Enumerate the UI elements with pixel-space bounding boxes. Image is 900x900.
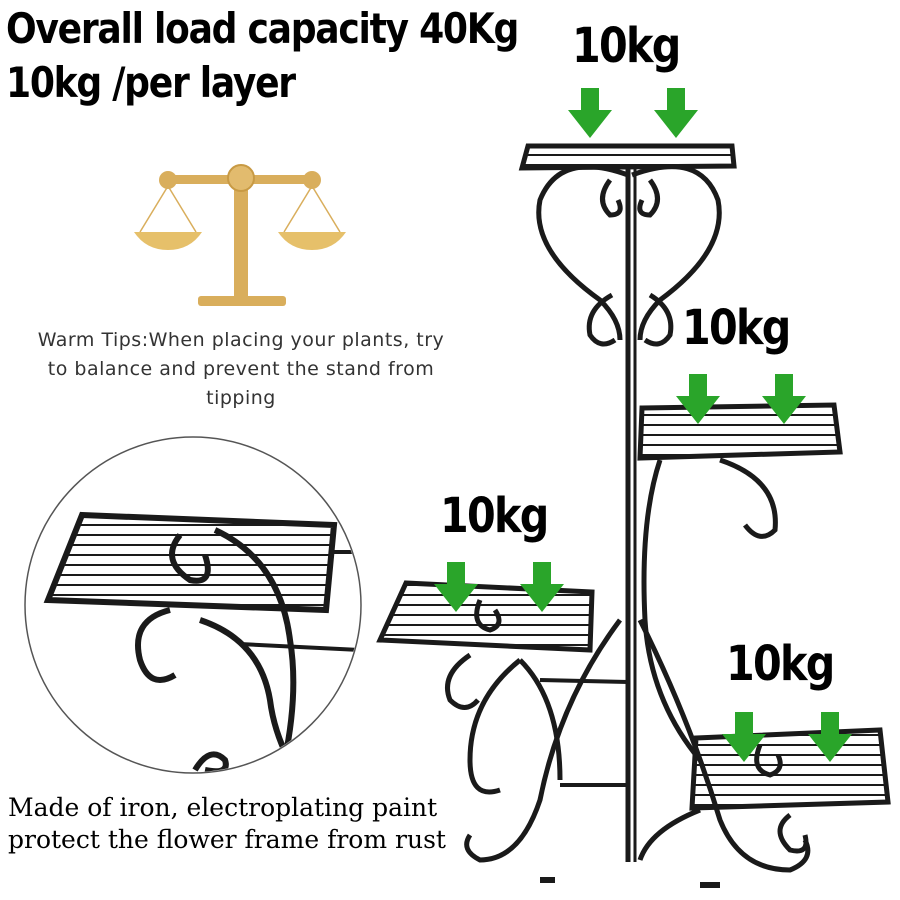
balance-scale-icon [134, 164, 346, 306]
down-arrow-icon [654, 88, 698, 138]
material-description: Made of iron, electroplating paint prote… [8, 792, 478, 856]
material-line-1: Made of iron, electroplating paint [8, 793, 438, 822]
layer-4-load-label: 10kg [726, 636, 835, 692]
headline-capacity: Overall load capacity 40Kg [6, 4, 519, 53]
zoom-detail-circle [24, 436, 362, 774]
down-arrow-icon [568, 88, 612, 138]
layer-2-load-label: 10kg [682, 300, 791, 356]
layer-3-load-label: 10kg [440, 488, 549, 544]
warm-tips-text: Warm Tips:When placing your plants, try … [37, 329, 445, 409]
headline-per-layer: 10kg /per layer [6, 58, 296, 107]
material-line-2: protect the flower frame from rust [8, 825, 446, 854]
layer-1-load-label: 10kg [572, 18, 681, 74]
